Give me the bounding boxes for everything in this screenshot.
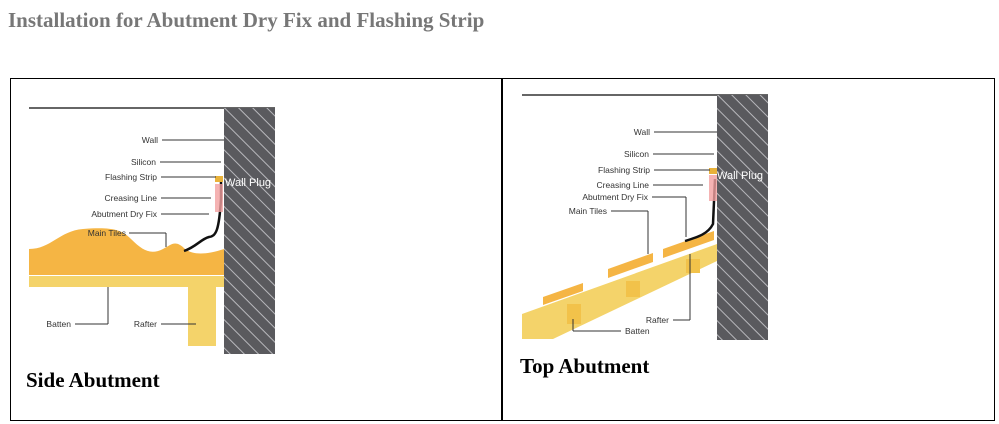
batten-shape [29,276,224,287]
label-creasing-line: Creasing Line [597,180,650,190]
top-abutment-diagram: Wall Silicon Flashing Strip Creasing Lin… [522,94,768,340]
side-abutment-diagram: Wall Silicon Flashing Strip Creasing Lin… [29,107,275,354]
rafter-shape [522,244,717,339]
label-silicon: Silicon [624,149,649,159]
label-wall-plug: Wall Plug [225,177,271,189]
label-main-tiles: Main Tiles [88,228,126,238]
label-main-tiles: Main Tiles [569,206,607,216]
label-batten: Batten [46,319,71,329]
flashing-strip-shape [215,184,223,212]
label-flashing-strip: Flashing Strip [105,172,157,182]
batten-shape-3 [686,259,700,273]
label-wall: Wall [142,135,158,145]
batten-shape-2 [626,281,640,297]
label-wall: Wall [634,127,650,137]
rafter-shape [188,287,216,346]
wall-shape [717,95,768,340]
label-abutment-dry-fix: Abutment Dry Fix [582,192,648,202]
top-abutment-caption: Top Abutment [520,354,650,378]
label-batten: Batten [625,326,650,336]
label-flashing-strip: Flashing Strip [598,165,650,175]
main-tiles-shape-1 [543,283,583,305]
flashing-strip-shape [709,175,717,201]
batten-shape-1 [567,304,581,324]
label-rafter: Rafter [646,315,669,325]
label-rafter: Rafter [134,319,157,329]
label-silicon: Silicon [131,157,156,167]
abutment-dry-fix-shape [183,179,223,253]
side-abutment-panel: Wall Silicon Flashing Strip Creasing Lin… [10,78,502,421]
label-creasing-line: Creasing Line [105,193,158,203]
silicon-shape [709,168,717,174]
top-abutment-panel: Wall Silicon Flashing Strip Creasing Lin… [502,78,995,421]
side-abutment-caption: Side Abutment [26,368,160,392]
main-tiles-shape-3 [663,231,714,258]
main-tiles-shape [29,228,224,275]
label-abutment-dry-fix: Abutment Dry Fix [91,209,157,219]
main-tiles-shape-2 [608,253,653,278]
page-title: Installation for Abutment Dry Fix and Fl… [8,8,485,32]
abutment-dry-fix-shape [684,178,717,243]
label-wall-plug: Wall Plug [717,170,763,182]
silicon-shape [215,176,223,182]
wall-shape [224,108,275,354]
